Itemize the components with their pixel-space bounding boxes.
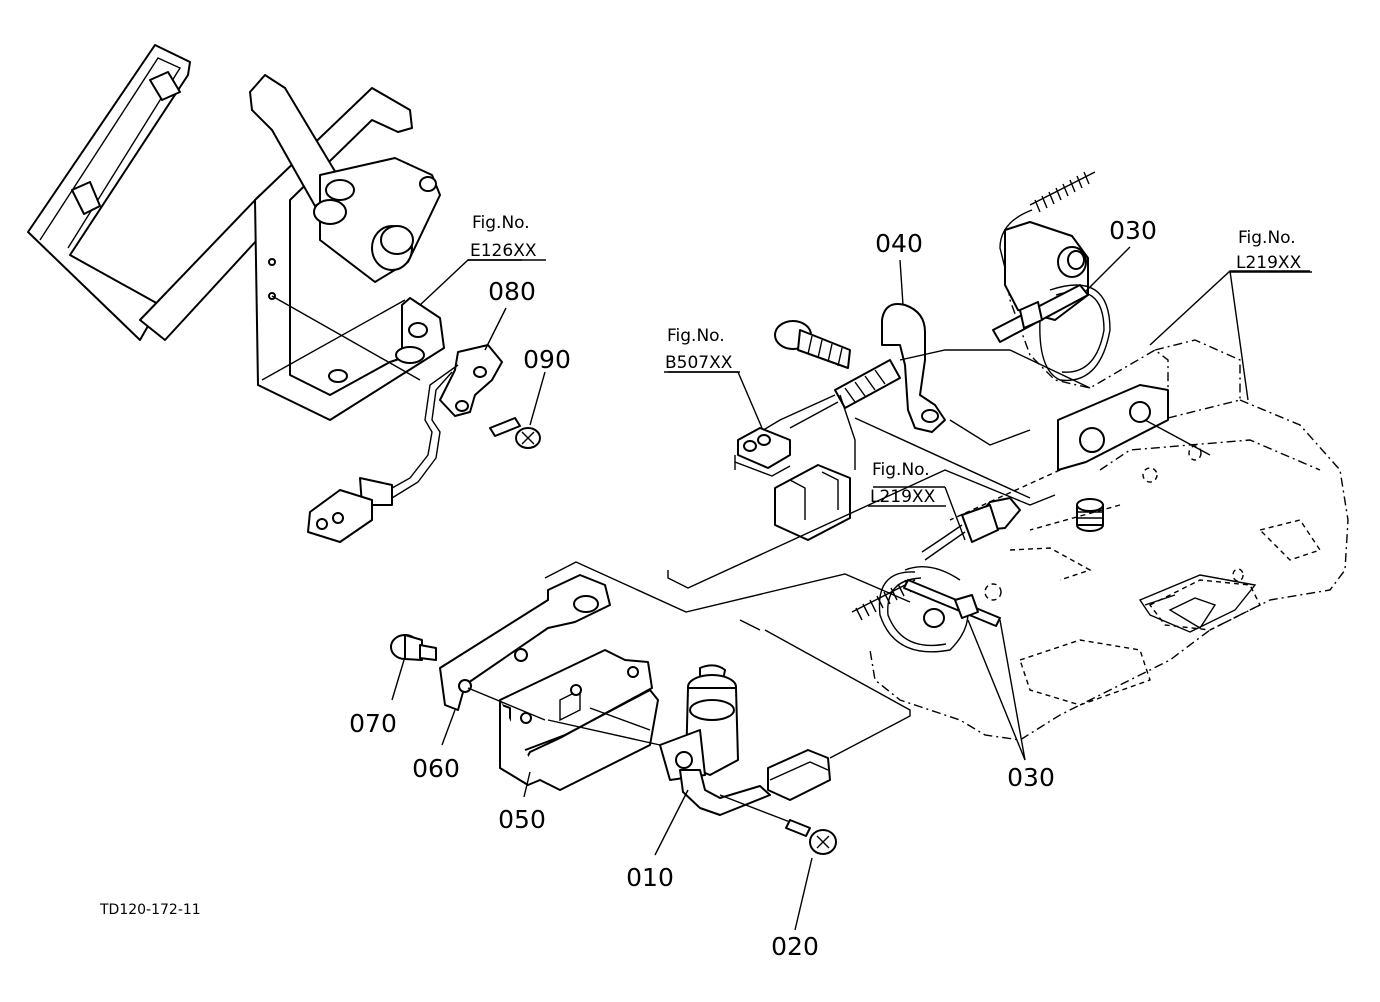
plate-frame <box>1057 384 1169 471</box>
callout-030-upper[interactable]: 030 <box>1109 216 1157 245</box>
callout-010[interactable]: 010 <box>626 863 674 892</box>
spring-top <box>999 171 1096 269</box>
callout-030-lower[interactable]: 030 <box>1007 763 1055 792</box>
figref-e126-code: E126XX <box>470 241 537 261</box>
bushing <box>1076 498 1104 532</box>
callout-080[interactable]: 080 <box>488 277 536 306</box>
floor-panel <box>27 44 281 341</box>
callout-090[interactable]: 090 <box>523 345 571 374</box>
pedal-arm <box>249 74 441 283</box>
bolt-harness <box>774 320 851 369</box>
figref-e126-label: Fig.No. <box>472 213 530 233</box>
connector-l219 <box>921 497 1021 561</box>
figref-l219-lower-code: L219XX <box>870 487 936 507</box>
spring-lower <box>851 566 961 621</box>
figref-b507[interactable]: Fig.No. B507XX <box>664 326 740 373</box>
figref-b507-code: B507XX <box>665 353 733 373</box>
screw-090 <box>489 417 541 449</box>
drawing-code: TD120-172-11 <box>99 902 201 918</box>
assembly-outlines <box>544 349 1091 759</box>
callout-070[interactable]: 070 <box>349 709 397 738</box>
figref-e126[interactable]: Fig.No. E126XX <box>468 213 546 261</box>
clip-030-lower <box>878 571 1002 653</box>
bracket-060 <box>439 574 611 711</box>
figref-b507-label: Fig.No. <box>667 326 725 346</box>
clip-030-upper <box>992 284 1111 382</box>
callout-060[interactable]: 060 <box>412 754 460 783</box>
leader-lines <box>271 246 1310 931</box>
callout-050[interactable]: 050 <box>498 805 546 834</box>
connector-010 <box>767 749 831 801</box>
screw-020 <box>785 819 837 855</box>
figref-l219-lower-label: Fig.No. <box>872 460 930 480</box>
connector-b507 <box>734 394 856 541</box>
frame-l219 <box>869 267 1349 741</box>
figref-l219-upper-label: Fig.No. <box>1238 228 1296 248</box>
bolt-070 <box>390 634 437 661</box>
figref-l219-lower[interactable]: Fig.No. L219XX <box>868 460 946 507</box>
clamp-040 <box>759 303 1010 433</box>
figref-l219-upper[interactable]: Fig.No. L219XX <box>1230 228 1312 273</box>
bracket-050 <box>499 649 659 791</box>
switch-080 <box>307 344 503 543</box>
callout-040[interactable]: 040 <box>875 229 923 258</box>
callout-020[interactable]: 020 <box>771 932 819 961</box>
figref-l219-upper-code: L219XX <box>1236 253 1302 273</box>
switch-010 <box>659 664 771 816</box>
